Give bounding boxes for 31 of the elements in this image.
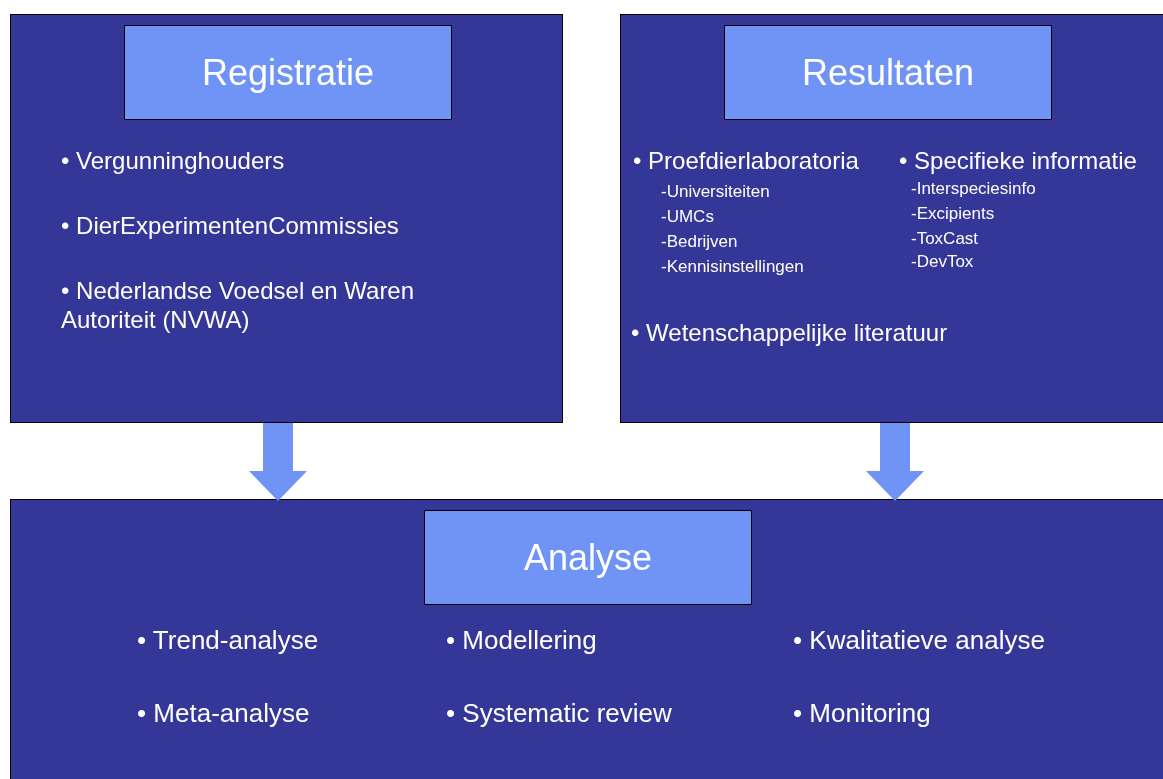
list-item: • DierExperimentenCommissies <box>61 212 399 241</box>
heading: Registratie <box>201 51 375 94</box>
list-item: • Monitoring <box>793 698 931 730</box>
list-item: • Nederlandse Voedsel en Waren Autoriteit (NVWA) <box>61 277 416 335</box>
list-item: -Excipients <box>911 204 995 225</box>
list-item: • Systematic review <box>446 698 672 730</box>
list-item: • Kwalitatieve analyse <box>793 625 1045 657</box>
list-item: • Proefdierlaboratoria <box>633 147 859 176</box>
heading: Resultaten <box>801 51 975 94</box>
list-item: • Meta-analyse <box>137 698 310 730</box>
list-item: -UMCs <box>661 207 714 228</box>
list-item: -Interspeciesinfo <box>911 179 1036 200</box>
list-item: -DevTox <box>911 252 974 273</box>
title-box <box>424 510 752 605</box>
block-arrow <box>249 423 307 501</box>
list-item: -ToxCast <box>911 229 979 250</box>
title-box <box>124 25 452 120</box>
panel-box <box>620 14 1163 423</box>
block-arrow <box>866 423 924 501</box>
panel-box <box>10 499 1163 779</box>
list-item: -Bedrijven <box>661 232 738 253</box>
list-item: • Vergunninghouders <box>61 147 285 176</box>
list-item: • Wetenschappelijke literatuur <box>631 319 948 348</box>
heading: Analyse <box>523 536 653 579</box>
list-item: • Trend-analyse <box>137 625 319 657</box>
title-box <box>724 25 1052 120</box>
list-item: • Specifieke informatie <box>899 147 1137 176</box>
list-item: -Universiteiten <box>661 182 770 203</box>
panel-box <box>10 14 563 423</box>
list-item: -Kennisinstellingen <box>661 257 804 278</box>
list-item: • Modellering <box>446 625 597 657</box>
